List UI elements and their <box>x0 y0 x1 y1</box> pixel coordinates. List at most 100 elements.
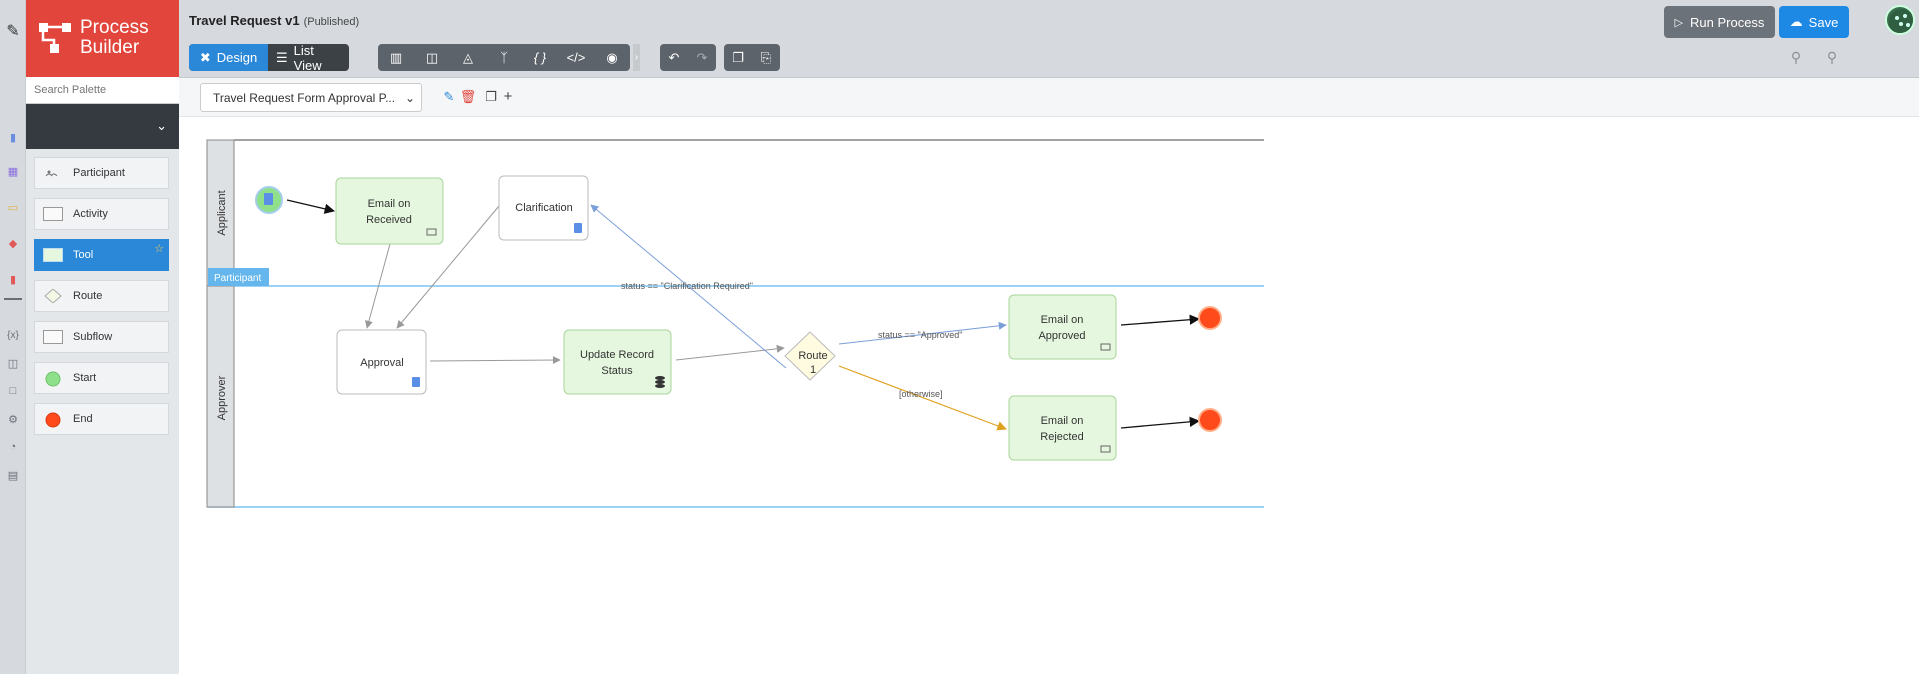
activity-clarification[interactable]: Clarification <box>498 175 589 241</box>
mail-icon <box>1100 445 1111 453</box>
subflow-icon <box>43 330 63 344</box>
form-icon <box>574 223 582 233</box>
tool-icon <box>43 248 63 262</box>
edge-clarification-to-approval[interactable] <box>396 205 500 329</box>
palette-search-input[interactable] <box>26 77 179 104</box>
mapping-icon[interactable]: ◬ <box>463 49 473 65</box>
variables-icon[interactable]: { } <box>533 50 547 65</box>
cloud-upload-icon: ☁ <box>1789 14 1803 29</box>
palette-item-label: Participant <box>73 167 125 179</box>
redo-icon[interactable]: ↷ <box>696 49 708 65</box>
edge-route-to-email-rejected[interactable] <box>838 365 1007 431</box>
properties-icon[interactable]: ◫ <box>425 49 439 65</box>
palette-category-dropdown[interactable]: ⌄ <box>26 104 179 149</box>
run-process-button[interactable]: ▷ Run Process <box>1664 6 1775 38</box>
activity-email-rejected[interactable]: Email on Rejected <box>1008 395 1117 461</box>
variables-icon[interactable]: {x} <box>7 329 19 341</box>
lane-applicant[interactable]: Applicant <box>206 139 235 287</box>
play-icon: ▷ <box>1674 16 1684 29</box>
userview-icon[interactable]: ▭ <box>7 201 19 214</box>
end-icon <box>43 412 63 428</box>
palette-item-activity[interactable]: Activity <box>34 198 169 230</box>
plugin-icon[interactable]: ⚙ <box>8 413 18 426</box>
palette-item-participant[interactable]: Participant <box>34 157 169 189</box>
camera-icon[interactable]: ◉ <box>606 49 618 65</box>
auto-layout-icon[interactable]: ▥ <box>389 49 403 65</box>
node-label-line1: Email on <box>1041 314 1084 326</box>
add-flow-icon[interactable]: + <box>503 88 513 105</box>
branch-icon[interactable]: ᛉ <box>500 50 508 65</box>
flow-select[interactable]: Travel Request Form Approval P... ⌄ <box>200 83 422 112</box>
edge-email-rejected-to-end[interactable] <box>1120 416 1201 429</box>
form-icon[interactable]: ▮ <box>9 131 17 144</box>
process-icon[interactable]: ◆ <box>8 237 18 250</box>
star-icon[interactable]: ☆ <box>154 243 164 255</box>
zoom-out-icon[interactable]: ⚲ <box>1790 49 1802 65</box>
process-diagram[interactable]: Applicant Approver Participant status ==… <box>179 118 1919 674</box>
chevron-down-icon: ⌄ <box>156 118 167 133</box>
edge-route-to-email-approved[interactable] <box>838 321 1007 345</box>
route-node[interactable]: Route 1 <box>784 331 836 381</box>
zoom-in-icon[interactable]: ⚲ <box>1826 49 1838 65</box>
tool-update-record-status[interactable]: Update Record Status <box>563 329 672 395</box>
save-button[interactable]: ☁ Save <box>1779 6 1849 38</box>
palette-item-tool[interactable]: Tool ☆ <box>34 239 169 271</box>
node-label-line2: Rejected <box>1040 431 1083 443</box>
app-rail: ✎ ▮ ▦ ▭ ◆ ▮ {x} ◫ □ ⚙ ◔ ▤ <box>0 0 26 674</box>
paste-icon[interactable]: ⎘ <box>760 49 772 65</box>
design-tab[interactable]: ✖ Design <box>189 44 268 71</box>
list-icon: ☰ <box>276 49 288 65</box>
logo-text: Process Builder <box>80 17 149 58</box>
edge-email-approved-to-end[interactable] <box>1120 314 1201 326</box>
form-icon <box>264 193 273 205</box>
edge-label-clarification: status == "Clarification Required" <box>621 281 753 291</box>
node-label-line1: Email on <box>368 198 411 210</box>
edge-route-to-clarification[interactable] <box>590 204 787 369</box>
process-builder-logo[interactable]: Process Builder <box>26 0 179 77</box>
palette-item-start[interactable]: Start <box>34 362 169 394</box>
edge-start-to-email-received[interactable] <box>286 199 336 214</box>
copy-icon[interactable]: ❐ <box>732 49 744 65</box>
node-label-line1: Route <box>798 350 827 362</box>
edges <box>286 199 1201 431</box>
logs-icon[interactable]: ▤ <box>7 469 19 482</box>
lane-approver[interactable]: Approver <box>206 285 235 508</box>
start-node[interactable] <box>255 186 283 214</box>
design-icon: ✖ <box>199 49 211 65</box>
participant-tag[interactable]: Participant <box>208 268 269 286</box>
activity-email-approved[interactable]: Email on Approved <box>1008 294 1117 360</box>
form-icon <box>412 377 420 387</box>
performance-icon[interactable]: ◔ <box>9 441 17 453</box>
end-node-approved[interactable] <box>1198 306 1222 330</box>
document-icon[interactable]: □ <box>9 385 17 397</box>
edge-update-record-to-route[interactable] <box>675 344 785 361</box>
resources-icon[interactable]: ◫ <box>7 357 19 370</box>
list-view-tab[interactable]: ☰ List View <box>276 44 322 71</box>
activity-email-received[interactable]: Email on Received <box>335 177 444 245</box>
diagram-canvas[interactable]: Applicant Approver Participant status ==… <box>179 118 1919 674</box>
tools-more-handle[interactable]: › <box>633 44 640 71</box>
edit-icon[interactable]: ✎ <box>6 23 20 40</box>
edge-label-approved: status == "Approved" <box>878 330 962 340</box>
end-node-rejected[interactable] <box>1198 408 1222 432</box>
chevron-down-icon: ⌄ <box>404 90 415 105</box>
lane-label: Approver <box>216 375 228 420</box>
avatar[interactable] <box>1885 5 1915 35</box>
palette-list: Participant Activity Tool ☆ Route Subflo… <box>26 149 205 674</box>
node-label-line2: Received <box>366 214 412 226</box>
edge-approval-to-update-record[interactable] <box>429 356 561 365</box>
duplicate-flow-icon[interactable]: ❐ <box>485 89 497 104</box>
palette-item-end[interactable]: End <box>34 403 169 435</box>
undo-icon[interactable]: ↶ <box>668 49 680 65</box>
delete-flow-icon[interactable]: 🗑 <box>459 89 477 104</box>
palette-item-label: Subflow <box>73 331 113 343</box>
edit-flow-icon[interactable]: ✎ <box>443 89 455 104</box>
palette-item-route[interactable]: Route <box>34 280 169 312</box>
edge-email-received-to-approval[interactable] <box>365 243 391 329</box>
palette-item-subflow[interactable]: Subflow <box>34 321 169 353</box>
code-icon[interactable]: </> <box>566 50 586 65</box>
report-icon[interactable]: ▮ <box>9 273 17 286</box>
palette-item-label: Start <box>73 372 97 384</box>
activity-approval[interactable]: Approval <box>336 329 427 395</box>
datalist-icon[interactable]: ▦ <box>7 165 19 178</box>
